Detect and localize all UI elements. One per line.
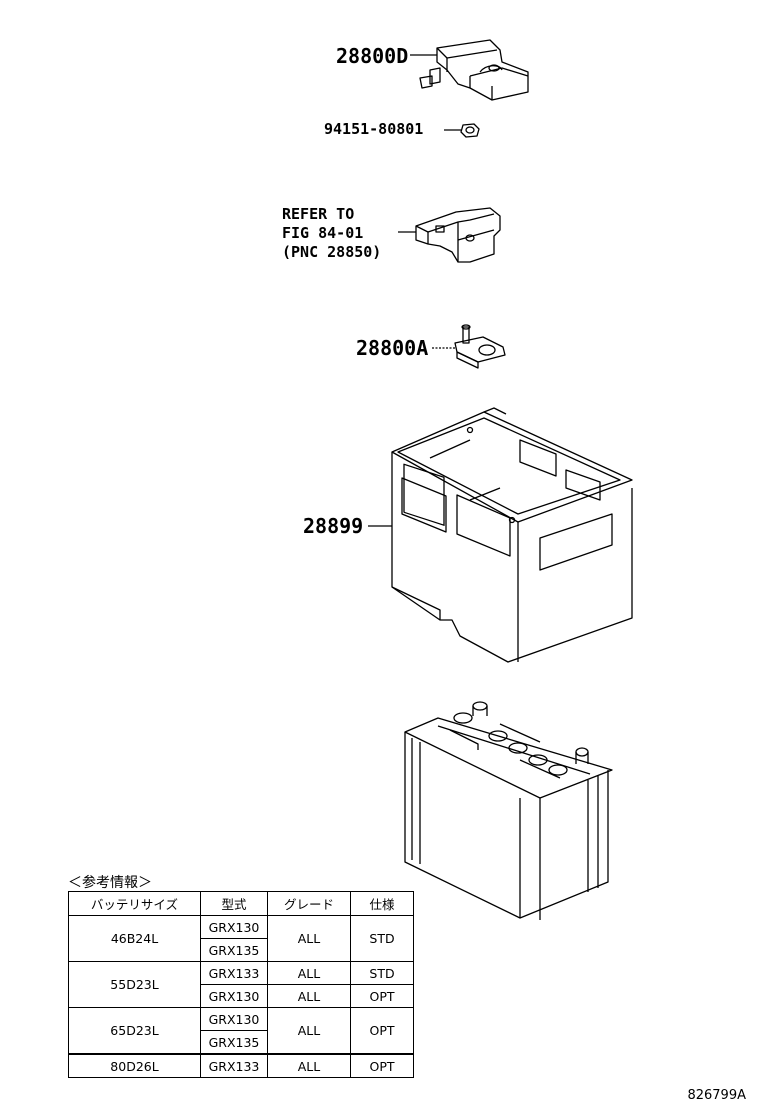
cell-size: 46B24L xyxy=(68,915,201,962)
cell-size: 80D26L xyxy=(68,1053,201,1078)
header-spec: 仕様 xyxy=(350,891,414,916)
figure-id: 826799A xyxy=(687,1088,746,1103)
part-number-28800d: 28800D xyxy=(336,44,409,68)
cell-grade: ALL xyxy=(267,1007,351,1055)
cell-model: GRX130 xyxy=(200,915,268,939)
table-caption: ＜参考情報＞ xyxy=(68,875,152,891)
refer-line-2: FIG 84-01 xyxy=(282,224,364,242)
terminal-cover-28800d xyxy=(419,39,529,101)
cell-model: GRX130 xyxy=(200,1007,268,1031)
cell-grade: ALL xyxy=(267,984,351,1008)
nut-94151 xyxy=(460,123,480,138)
battery xyxy=(404,701,613,920)
header-model: 型式 xyxy=(200,891,268,916)
cell-model: GRX135 xyxy=(200,938,268,962)
terminal-28850 xyxy=(415,207,501,263)
table-row: 46B24L GRX130 ALL STD xyxy=(68,915,414,962)
cell-size: 65D23L xyxy=(68,1007,201,1055)
refer-line-3: (PNC 28850) xyxy=(282,243,382,261)
cell-spec: OPT xyxy=(350,984,414,1008)
battery-reference-table: バッテリサイズ 型式 グレード 仕様 46B24L GRX130 ALL STD… xyxy=(68,891,414,1078)
cell-grade: ALL xyxy=(267,961,351,985)
cell-model: GRX133 xyxy=(200,1053,268,1078)
part-number-28899: 28899 xyxy=(303,514,364,538)
table-row: 65D23L GRX130 ALL OPT xyxy=(68,1007,414,1055)
cell-model: GRX133 xyxy=(200,961,268,985)
terminal-clamp-28800a xyxy=(454,324,506,369)
cell-model: GRX135 xyxy=(200,1030,268,1055)
cell-grade: ALL xyxy=(267,915,351,962)
cell-spec: OPT xyxy=(350,1007,414,1055)
table-row: 80D26L GRX133 ALL OPT xyxy=(68,1053,414,1078)
refer-note: REFER TO FIG 84-01 (PNC 28850) xyxy=(282,205,381,262)
cell-spec: STD xyxy=(350,961,414,985)
part-number-94151-80801: 94151-80801 xyxy=(324,120,424,138)
battery-tray-28899 xyxy=(391,407,633,663)
refer-line-1: REFER TO xyxy=(282,205,355,223)
table-row: GRX130 ALL OPT xyxy=(69,984,414,1008)
cell-size: 55D23L xyxy=(68,961,201,1008)
table-row: GRX135 xyxy=(69,1030,414,1055)
part-number-28800a: 28800A xyxy=(356,336,429,360)
table-header-row: バッテリサイズ 型式 グレード 仕様 xyxy=(68,891,414,916)
cell-spec: STD xyxy=(350,915,414,962)
header-battery-size: バッテリサイズ xyxy=(68,891,201,916)
cell-grade: ALL xyxy=(267,1053,351,1078)
table-row: 55D23L GRX133 ALL STD xyxy=(68,961,414,1008)
cell-spec: OPT xyxy=(350,1053,414,1078)
header-grade: グレード xyxy=(267,891,351,916)
cell-model: GRX130 xyxy=(200,984,268,1008)
